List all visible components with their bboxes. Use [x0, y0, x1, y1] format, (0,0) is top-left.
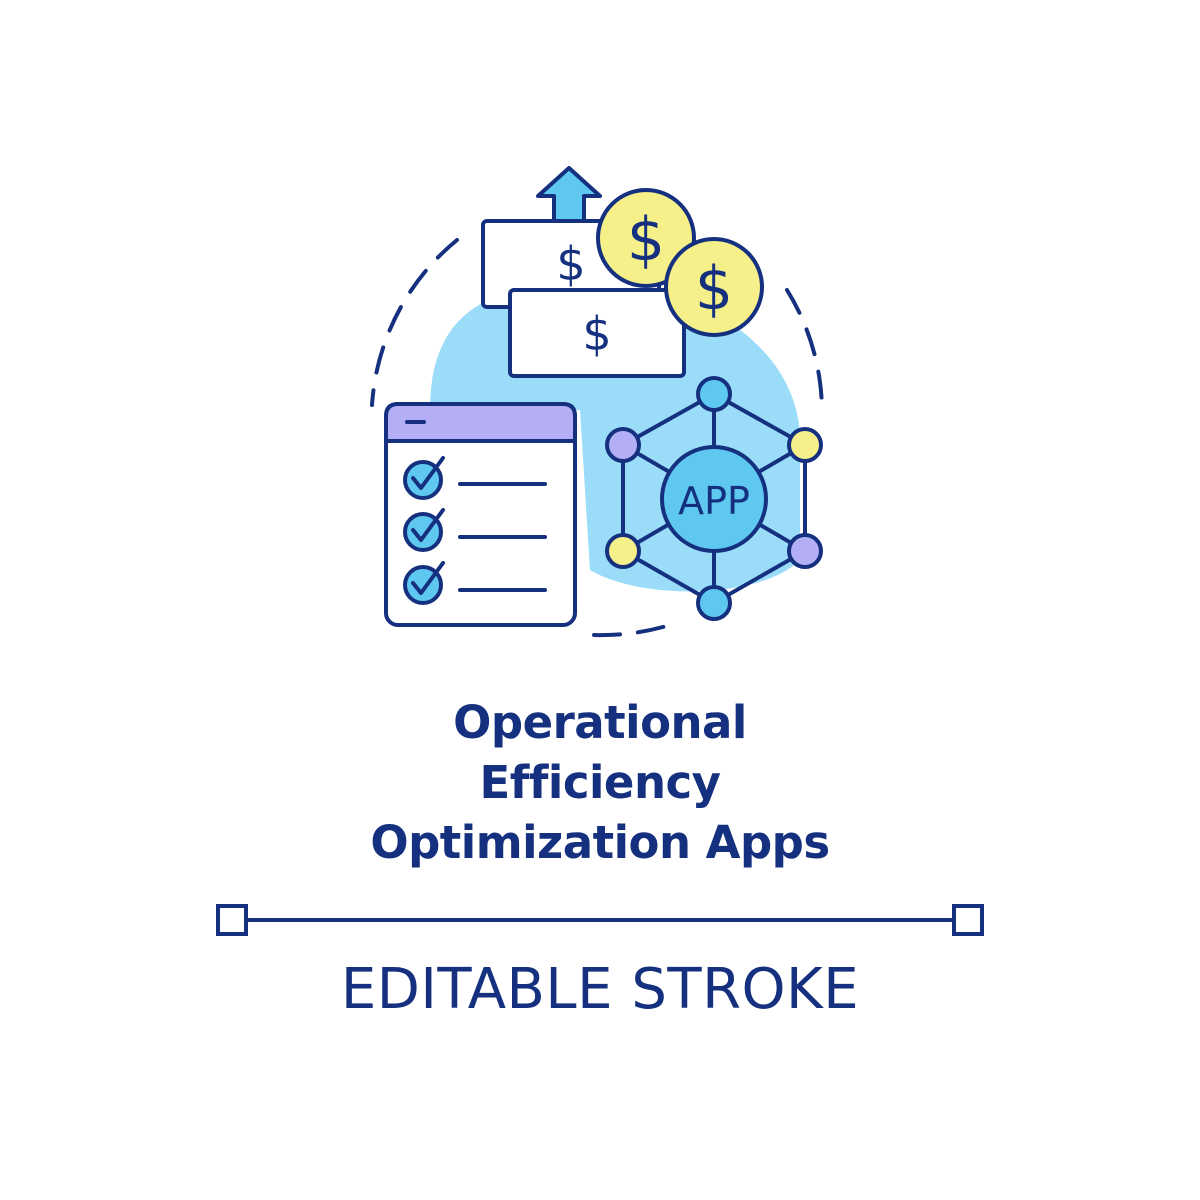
editable-stroke-divider	[216, 904, 984, 936]
network-node	[605, 427, 641, 463]
app-network-icon: APP	[605, 376, 823, 621]
check-icon	[403, 561, 547, 605]
app-badge-label: APP	[678, 479, 750, 523]
checklist-window-icon	[384, 402, 577, 627]
network-node	[787, 533, 823, 569]
banknote-front-icon: $	[508, 288, 686, 378]
svg-text:$: $	[627, 205, 665, 275]
svg-text:$: $	[695, 254, 733, 324]
network-node	[605, 533, 641, 569]
svg-text:$: $	[582, 307, 611, 361]
coin-icon: $	[596, 188, 696, 288]
title-line-1: Operational	[453, 696, 747, 749]
app-badge	[660, 445, 768, 553]
network-node	[696, 585, 732, 621]
arrow-up-icon	[536, 166, 602, 224]
network-node	[787, 427, 823, 463]
network-node	[696, 376, 732, 412]
concept-title: Operational Efficiency Optimization Apps	[0, 693, 1200, 873]
check-icon	[403, 456, 547, 500]
coin-icon: $	[664, 237, 764, 337]
stroke-handle-right	[952, 904, 984, 936]
operational-efficiency-illustration: $ $ $ $	[370, 166, 824, 638]
check-icon	[403, 508, 547, 552]
title-line-3: Optimization Apps	[370, 816, 830, 869]
dashed-circle	[370, 238, 824, 638]
title-line-2: Efficiency	[479, 756, 721, 809]
svg-text:$: $	[556, 237, 585, 291]
editable-stroke-caption: EDITABLE STROKE	[340, 957, 860, 1022]
stroke-handle-left	[216, 904, 248, 936]
